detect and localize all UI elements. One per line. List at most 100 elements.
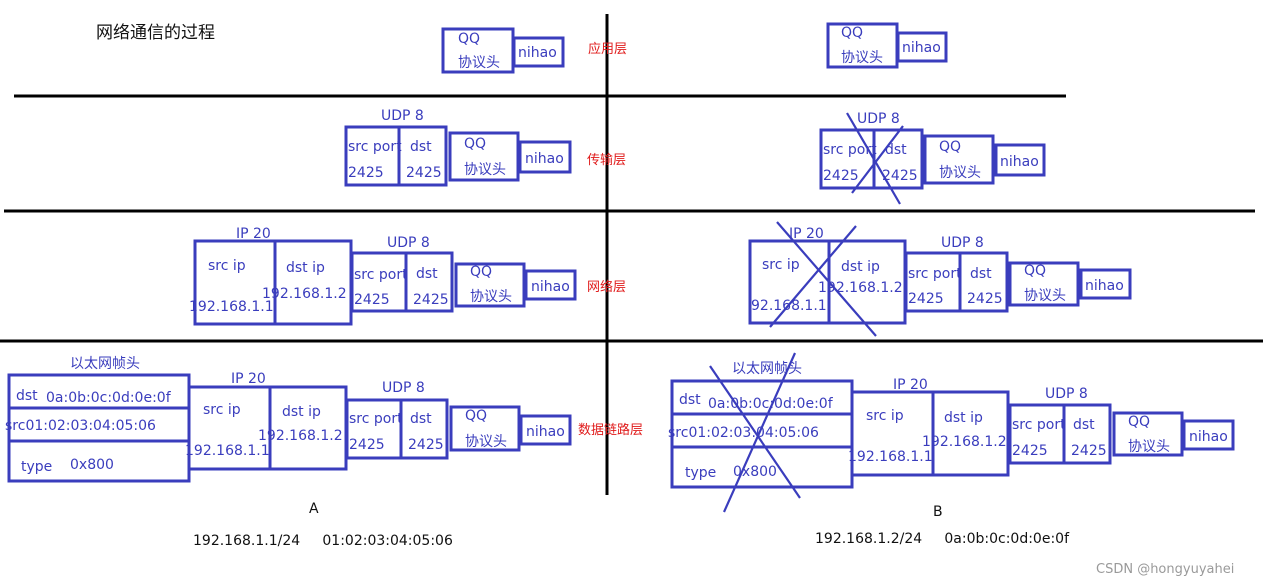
a-nw-src-port-val: 2425 [354,292,390,308]
a-tr-nihao-label: nihao [525,151,564,167]
a-tr-qq-box [448,131,520,182]
a-dl-dst-ip-val: 192.168.1.2 [258,428,343,444]
a-tr-src-val: 2425 [348,165,384,181]
b-tr-dst: dst [885,142,907,158]
a-dl-type-label: type [21,459,52,475]
a-tr-udp-box [344,125,448,187]
a-dl-dst-label: dst [16,388,38,404]
a-dl-dst-port-val: 2425 [408,437,444,453]
b-dl-cross-line [722,352,797,513]
b-dl-head-label: 协议头 [1128,439,1170,455]
a-nw-nihao-label: nihao [531,279,570,295]
layer-label-network: 网络层 [587,279,626,295]
b-datalink-packet: 以太网帧头 dst 0a:0b:0c:0d:0e:0f src01:02:03:… [668,352,1235,513]
a-nw-qq-label: QQ [470,264,492,280]
a-tr-head-label: 协议头 [464,162,506,178]
a-nw-dst: dst [416,266,438,282]
a-nw-dst-ip: dst ip [286,260,325,276]
a-nw-src-port: src port [354,267,408,283]
a-dl-type-val: 0x800 [70,457,114,473]
b-dl-eth-label: 以太网帧头 [732,361,802,377]
b-dl-ip-label: IP 20 [893,377,928,393]
diagram-title: 网络通信的过程 [96,23,215,43]
layer-label-application: 应用层 [588,41,627,57]
a-network-packet: IP 20 src ip dst ip 192.168.1.1 192.168.… [189,226,577,326]
a-dl-eth-label: 以太网帧头 [70,356,140,372]
b-tr-udp-label: UDP 8 [857,111,900,127]
b-app-nihao-box [896,31,948,63]
a-app-qq-label: QQ [458,31,480,47]
b-nw-nihao-box [1079,268,1132,300]
a-datalink-packet: 以太网帧头 dst 0a:0b:0c:0d:0e:0f src01:02:03:… [5,356,572,483]
b-tr-udp-box [819,128,924,190]
b-nw-src-ip: src ip [762,257,800,273]
b-tr-qq-box [923,134,995,185]
b-nw-cross-line [769,225,857,328]
a-dl-src-port: src port [349,411,403,427]
host-b-info: 192.168.1.2/24 0a:0b:0c:0d:0e:0f [815,531,1070,547]
b-tr-dst-val: 2425 [882,168,918,184]
a-dl-ip-label: IP 20 [231,371,266,387]
a-tr-udp-label: UDP 8 [381,108,424,124]
b-dl-nihao-box [1182,419,1235,451]
b-tr-nihao-box [994,143,1046,177]
b-dl-dst-port-val: 2425 [1071,443,1107,459]
host-a-info: 192.168.1.1/24 01:02:03:04:05:06 [193,533,453,549]
a-dl-src-ip-val: 192.168.1.1 [185,443,270,459]
b-nw-udp-label: UDP 8 [941,235,984,251]
b-network-packet: IP 20 src ip dst ip 92.168.1.1 192.168.1… [748,221,1132,337]
b-tr-cross-line [851,125,904,194]
a-nw-udp-label: UDP 8 [387,235,430,251]
b-nw-qq-box [1008,261,1080,307]
b-dl-src-port-val: 2425 [1012,443,1048,459]
a-dl-src-port-val: 2425 [349,437,385,453]
a-app-head-label: 协议头 [458,55,500,71]
a-dl-head-label: 协议头 [465,434,507,450]
b-nw-src-port-val: 2425 [908,291,944,307]
b-nw-dst: dst [970,266,992,282]
a-dl-qq-box [449,405,521,452]
b-nw-dst-ip: dst ip [841,259,880,275]
a-app-nihao-box [512,36,565,68]
host-b-name: B [933,504,943,520]
b-app-qq-label: QQ [841,25,863,41]
b-tr-cross-line [846,112,901,205]
layer-label-transport: 传输层 [587,152,626,168]
a-nw-qq-box [454,262,526,308]
b-app-nihao-label: nihao [902,40,941,56]
a-nw-ip-label: IP 20 [236,226,271,242]
a-dl-udp-label: UDP 8 [382,380,425,396]
b-dl-src-port: src port [1012,417,1066,433]
a-app-nihao-label: nihao [518,45,557,61]
b-transport-packet: UDP 8 src port dst 2425 2425 QQ 协议头 niha… [819,111,1046,205]
b-tr-src-port: src port [823,142,877,158]
b-nw-cross-line [776,221,877,337]
a-dl-dst-ip: dst ip [282,404,321,420]
b-dl-src-ip: src ip [866,408,904,424]
a-nw-dst-port-val: 2425 [413,292,449,308]
b-nw-qq-label: QQ [1024,263,1046,279]
a-nw-udp-box [350,251,454,313]
b-dl-qq-box [1112,411,1184,457]
b-tr-qq-label: QQ [939,139,961,155]
a-nw-src-val: 192.168.1.1 [189,299,274,315]
b-app-head-label: 协议头 [841,50,883,66]
b-nw-head-label: 协议头 [1024,288,1066,304]
b-dl-type-label: type [685,465,716,481]
a-dl-src-mac: src01:02:03:04:05:06 [5,418,156,434]
b-dl-udp-label: UDP 8 [1045,386,1088,402]
b-nw-nihao-label: nihao [1085,278,1124,294]
a-nw-dst-val: 192.168.1.2 [262,286,347,302]
a-dl-qq-label: QQ [465,408,487,424]
b-nw-src-port: src port [908,266,962,282]
b-tr-head-label: 协议头 [939,165,981,181]
b-dl-udp-box [1008,403,1112,465]
b-dl-dst: dst [1073,417,1095,433]
a-transport-packet: UDP 8 src port dst 2425 2425 QQ 协议头 niha… [344,108,572,187]
a-dl-nihao-label: nihao [526,424,565,440]
b-dl-cross-line [709,365,801,499]
a-dl-src-ip: src ip [203,402,241,418]
a-nw-head-label: 协议头 [470,289,512,305]
b-tr-nihao-label: nihao [1000,154,1039,170]
